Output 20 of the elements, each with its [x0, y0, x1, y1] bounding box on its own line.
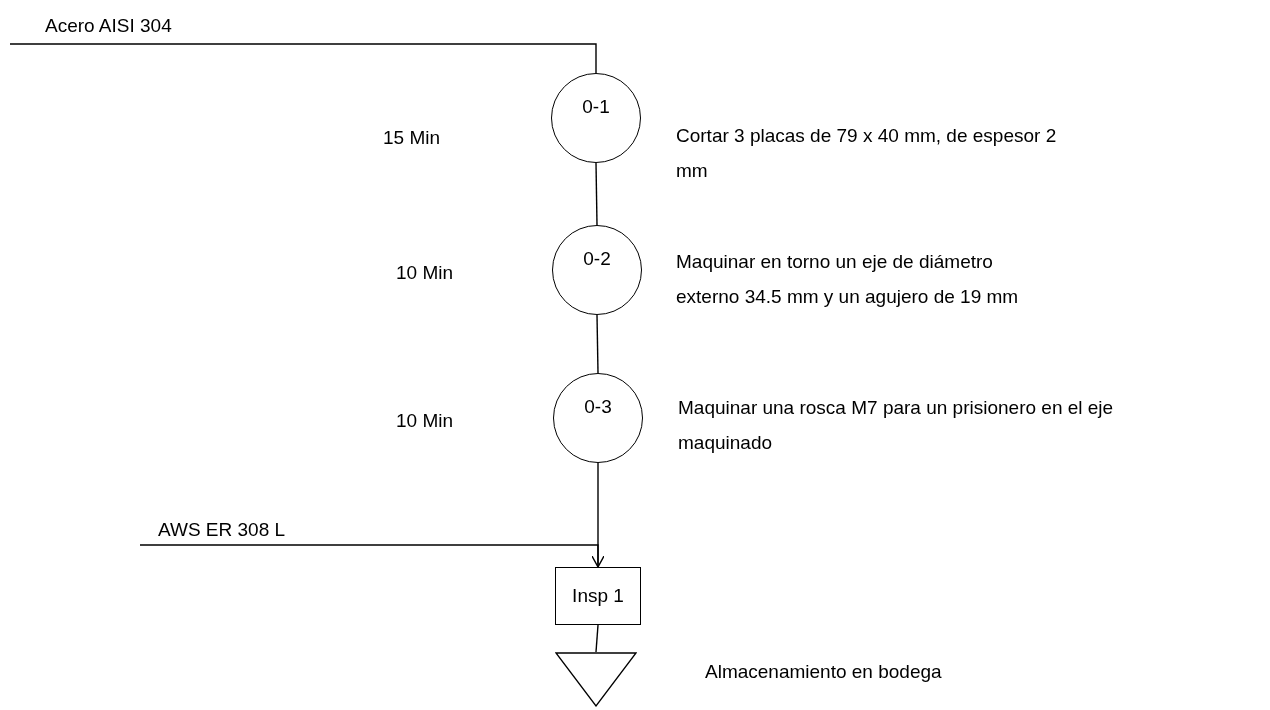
inspection-box [555, 567, 641, 625]
duration-label: 10 Min [396, 409, 454, 433]
material-label: Acero AISI 304 [45, 15, 172, 37]
operation-description: Cortar 3 placas de 79 x 40 mm, de espesor 2 mm [676, 124, 1058, 183]
inspection-label: Insp 1 [572, 585, 624, 607]
operation-description: Maquinar una rosca M7 para un prisionero en el eje maquinado [678, 396, 1115, 455]
material-label: AWS ER 308 L [158, 518, 286, 541]
operation-number: 0-1 [582, 96, 610, 118]
storage-triangle [555, 652, 637, 707]
operation-number: 0-3 [584, 396, 612, 418]
operation-description: Maquinar en torno un eje de diámetro externo 34.5 mm y un agujero de 19 mm [676, 250, 1020, 309]
duration-label: 15 Min [383, 126, 441, 150]
flow-line [9, 43, 597, 74]
flow-line [595, 624, 599, 653]
flow-line [595, 162, 598, 226]
operation-description: Almacenamiento en bodega [705, 660, 943, 684]
operation-number: 0-2 [583, 248, 611, 270]
arrow [139, 544, 605, 568]
flow-line [596, 314, 599, 374]
duration-label: 10 Min [396, 261, 454, 285]
